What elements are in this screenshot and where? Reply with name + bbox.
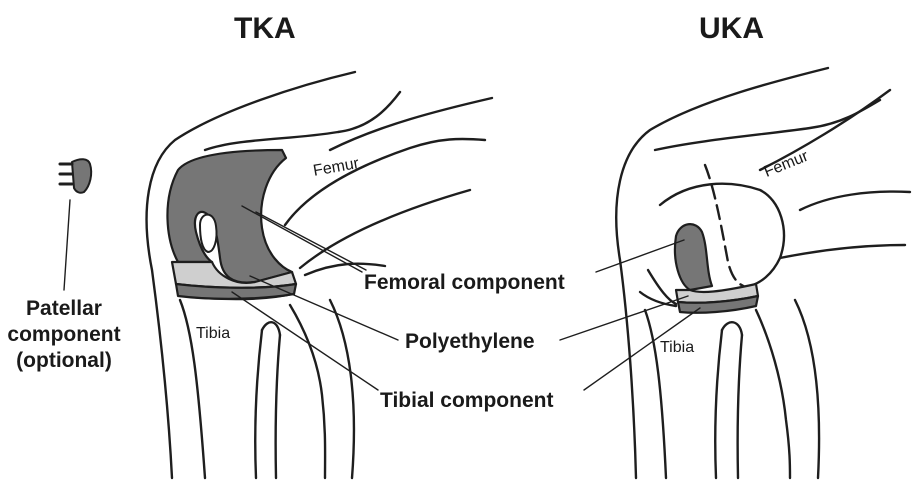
uka-knee-outline bbox=[616, 68, 910, 478]
leader-lines bbox=[64, 200, 700, 390]
patellar-label-line-2: component bbox=[0, 322, 128, 348]
polyethylene-label: Polyethylene bbox=[405, 331, 535, 352]
uka-title: UKA bbox=[699, 14, 764, 44]
uka-femoral-component bbox=[675, 224, 712, 290]
patellar-label-line-1: Patellar bbox=[0, 296, 128, 322]
tibia-label-tka: Tibia bbox=[196, 326, 230, 342]
tka-title: TKA bbox=[234, 14, 296, 44]
patellar-component bbox=[60, 159, 91, 193]
tibia-label-uka: Tibia bbox=[660, 340, 694, 356]
tibial-component-label: Tibial component bbox=[380, 390, 553, 411]
patellar-component-label: Patellar component (optional) bbox=[0, 296, 128, 374]
patellar-label-line-3: (optional) bbox=[0, 348, 128, 374]
femoral-component-label: Femoral component bbox=[364, 272, 565, 293]
